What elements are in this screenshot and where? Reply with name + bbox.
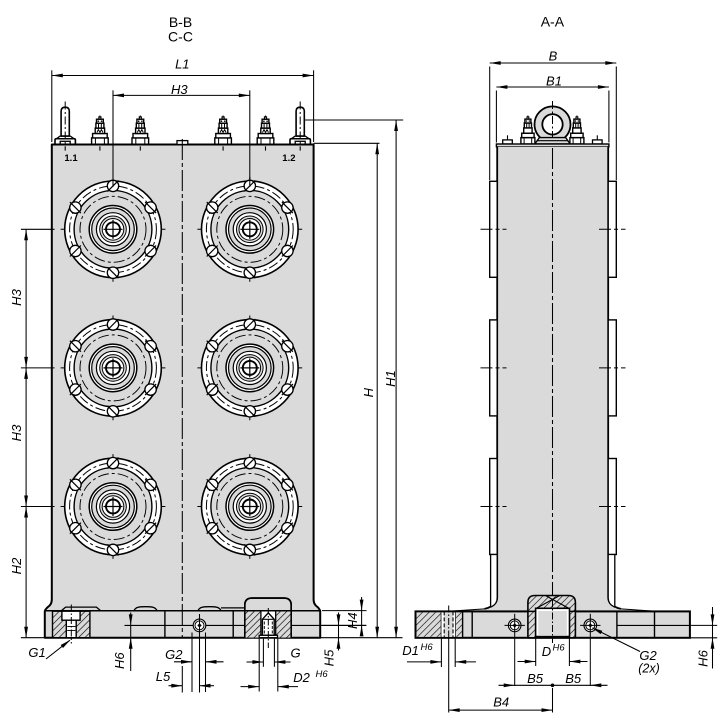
svg-text:G: G xyxy=(291,646,301,661)
svg-text:G1: G1 xyxy=(28,645,45,660)
svg-text:H6: H6 xyxy=(112,652,127,669)
svg-text:D2: D2 xyxy=(293,670,310,685)
svg-text:B-B: B-B xyxy=(169,14,192,30)
svg-text:B4: B4 xyxy=(493,694,509,709)
svg-text:D1: D1 xyxy=(402,643,419,658)
svg-text:1.1: 1.1 xyxy=(64,153,78,164)
svg-text:B5: B5 xyxy=(527,671,544,686)
svg-text:H3: H3 xyxy=(171,82,188,97)
svg-text:H: H xyxy=(361,387,376,397)
svg-text:B: B xyxy=(549,48,558,63)
svg-text:H3: H3 xyxy=(9,288,24,305)
svg-text:H6: H6 xyxy=(695,649,710,666)
svg-text:L1: L1 xyxy=(175,57,189,72)
svg-text:H6: H6 xyxy=(316,669,329,680)
svg-text:H2: H2 xyxy=(9,557,24,574)
svg-text:(2x): (2x) xyxy=(638,662,660,676)
svg-text:G2: G2 xyxy=(165,647,183,662)
svg-text:G2: G2 xyxy=(639,648,657,663)
svg-text:H5: H5 xyxy=(321,649,336,666)
svg-text:H6: H6 xyxy=(421,642,434,653)
svg-text:A-A: A-A xyxy=(541,14,565,30)
svg-text:B1: B1 xyxy=(546,73,562,88)
svg-text:D: D xyxy=(542,644,551,659)
svg-text:H1: H1 xyxy=(383,370,398,387)
svg-text:H6: H6 xyxy=(553,643,566,654)
svg-text:C-C: C-C xyxy=(168,29,193,45)
svg-text:H3: H3 xyxy=(9,424,24,441)
svg-text:L5: L5 xyxy=(156,669,171,684)
svg-text:H4: H4 xyxy=(345,612,360,629)
svg-text:B5: B5 xyxy=(565,671,582,686)
svg-text:1.2: 1.2 xyxy=(282,153,295,164)
